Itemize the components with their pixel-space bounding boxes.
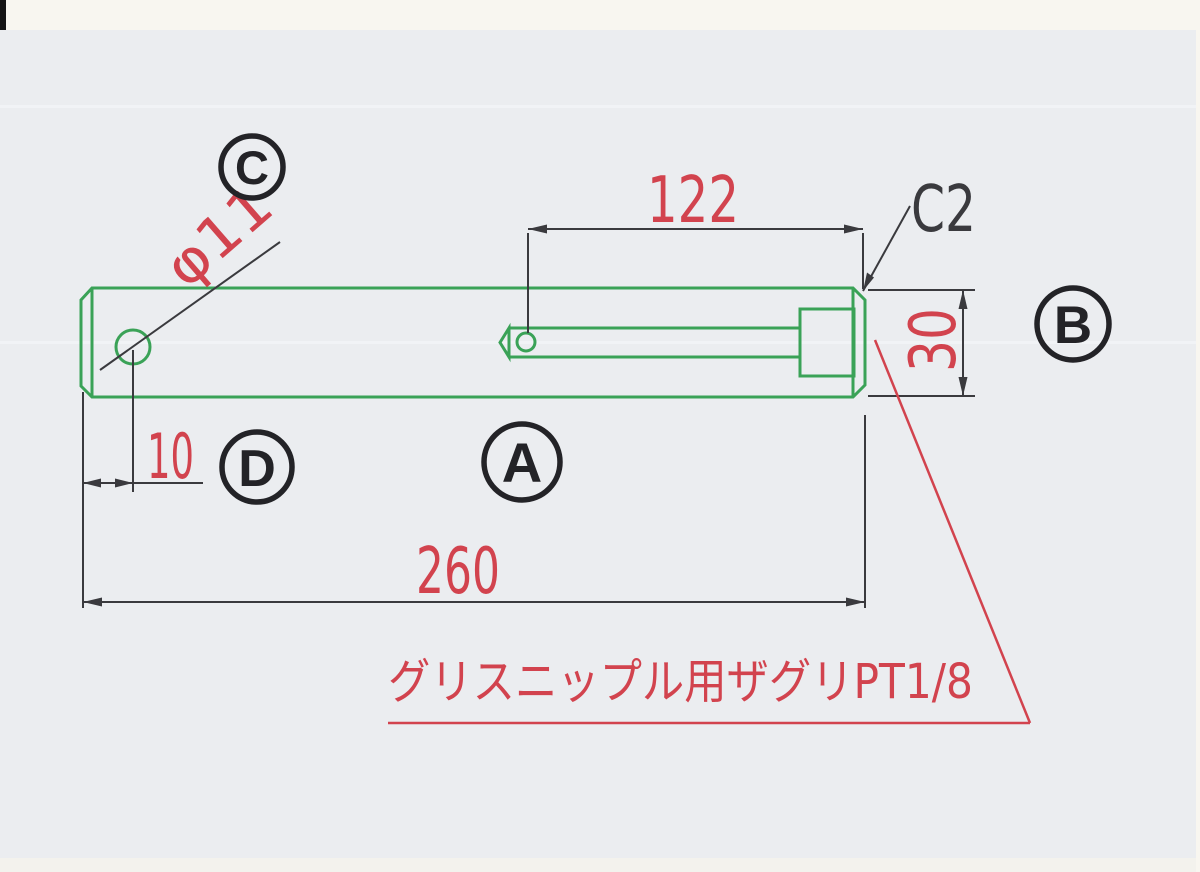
paper: [0, 30, 1196, 858]
note-text: グリスニップル用ザグリPT1/8: [388, 654, 973, 710]
balloon-b-letter: B: [1054, 296, 1092, 355]
balloon-b: B: [1034, 285, 1112, 363]
dim-10-arrow-right: [115, 478, 133, 488]
dimension-122: 122: [527, 164, 864, 333]
dim-30-value: 30: [897, 308, 971, 372]
balloon-a-letter: A: [502, 431, 542, 494]
balloon-d-circle: [219, 429, 295, 505]
note-leader: [873, 339, 1032, 724]
dim-30-arrow-top: [958, 290, 968, 309]
dim-30-arrow-bottom: [958, 377, 968, 396]
balloon-a-circle: [481, 421, 563, 503]
counterbore: [798, 307, 856, 378]
dim-122-value: 122: [647, 164, 739, 238]
counterbore-note: グリスニップル用ザグリPT1/8: [388, 339, 1032, 725]
dim-10-value: 10: [147, 420, 194, 493]
grease-passage: [498, 307, 856, 378]
balloon-a: A: [481, 421, 563, 503]
balloon-c-letter: C: [235, 141, 269, 194]
scanner-edge-mark: [0, 0, 6, 31]
balloon-d-letter: D: [238, 440, 276, 498]
scan-artifact-line-mid: [0, 341, 1196, 344]
balloon-c-circle: [218, 133, 286, 201]
cross-hole: [515, 331, 537, 353]
dimension-30: 30: [868, 289, 975, 397]
balloon-d: D: [219, 429, 295, 505]
dim-122-arrow-left: [528, 224, 547, 234]
balloon-b-circle: [1034, 285, 1112, 363]
dim-122-arrow-right: [844, 224, 863, 234]
dim-260-arrow-right: [846, 597, 865, 607]
c2-leader-arrow: [863, 272, 874, 291]
chamfer-callout-c2: C2: [862, 173, 976, 292]
scan-artifact-line-top: [0, 105, 1196, 108]
c2-value: C2: [911, 173, 976, 247]
paper-bottom-strip: [0, 858, 1196, 872]
dimension-10: 10: [83, 350, 203, 493]
phi11-leader: [99, 241, 281, 371]
dim-260-value: 260: [416, 535, 500, 609]
balloon-c: C: [218, 133, 286, 201]
dimension-260: 260: [82, 392, 866, 609]
dim-10-arrow-left: [83, 478, 101, 488]
dim-260-arrow-left: [83, 597, 102, 607]
drill-point: [498, 322, 511, 363]
